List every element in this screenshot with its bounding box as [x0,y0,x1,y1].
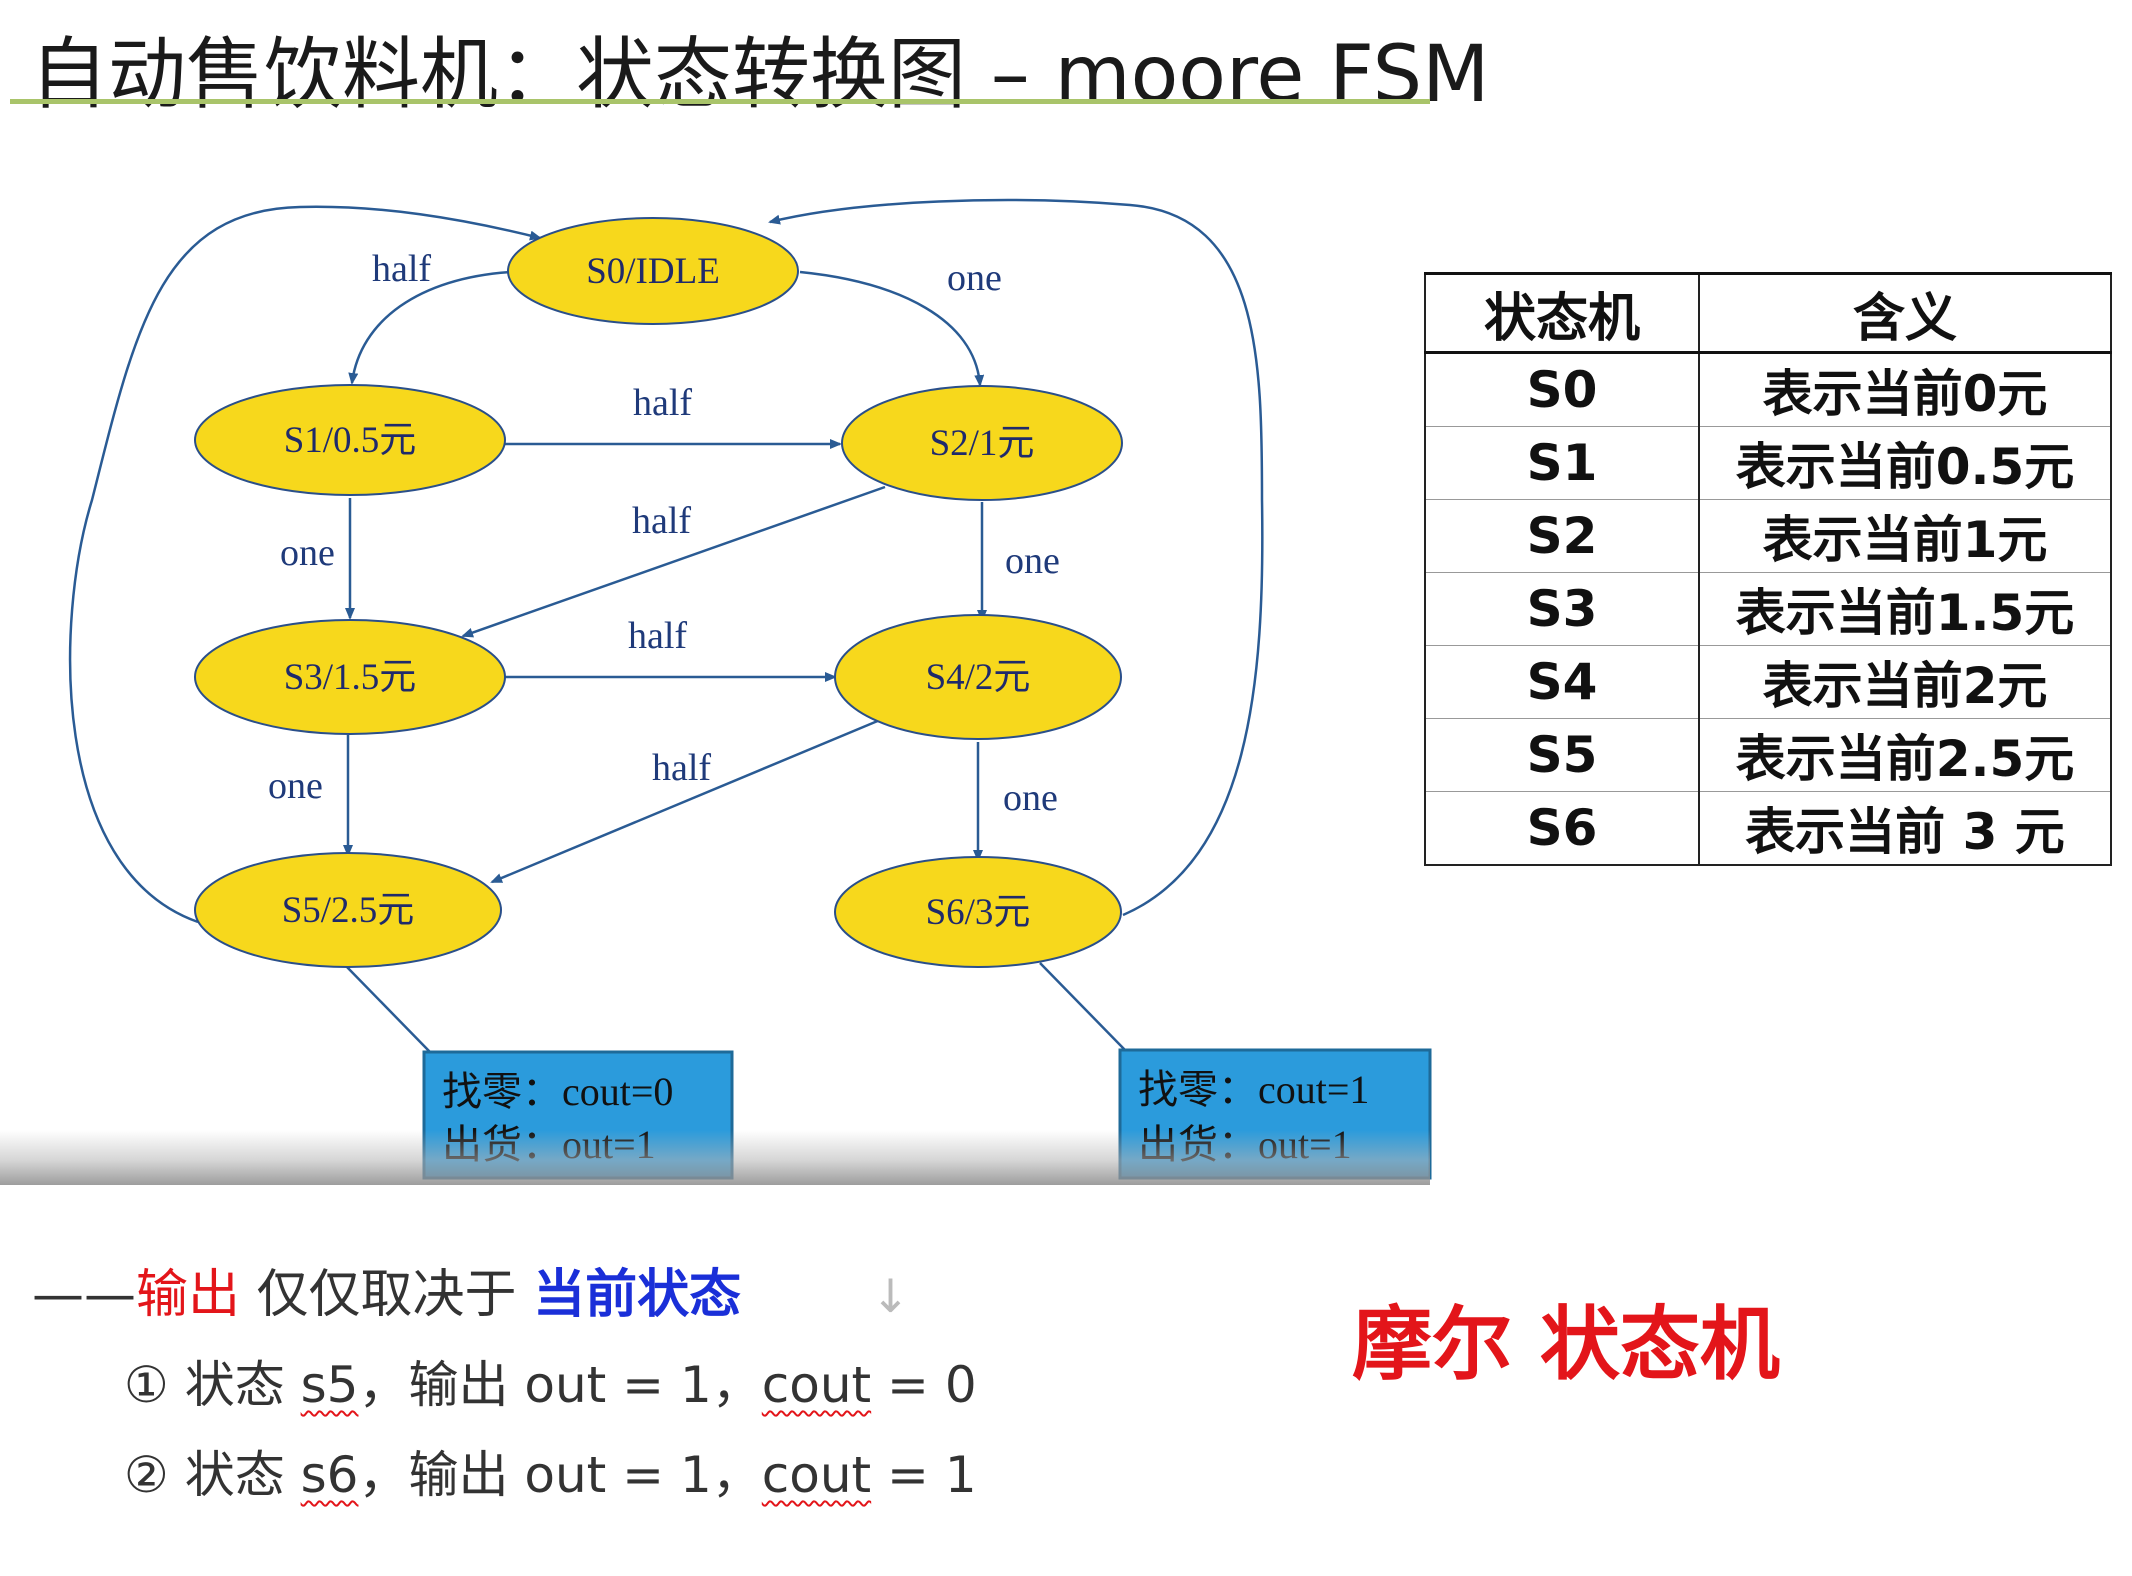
state-s0-label: S0/IDLE [586,251,720,292]
table-cell-meaning: 表示当前 3 元 [1698,791,2112,866]
s6-output-connector [1039,962,1126,1051]
table-cell-meaning: 表示当前1元 [1698,499,2112,573]
edge-s0-s1 [348,270,511,385]
edge-s0-s2 [799,270,985,387]
table-cell-state: S1 [1424,426,1700,500]
state-s4-label: S4/2元 [926,657,1031,698]
label-s2-s4: one [1005,540,1060,582]
table-header-meaning: 含义 [1698,272,2112,354]
notes-section: ——输出 仅仅取决于 当前状态↓ ① 状态 s5，输出 out = 1，cout… [32,1250,977,1520]
note-item-prefix: ② 状态 [124,1446,301,1504]
label-s1-s2: half [633,382,692,424]
note-item-state: s6 [300,1446,359,1504]
state-s4: S4/2元 [834,614,1122,740]
note-depends-text: 仅仅取决于 [240,1265,534,1325]
fsm-diagram: 找零：cout=0 出货：out=1 找零：cout=1 出货：out=1 ha… [68,198,1432,1180]
note-item-prefix: ① 状态 [124,1356,301,1414]
table-cell-meaning: 表示当前0.5元 [1698,426,2112,500]
table-cell-state: S2 [1424,499,1700,573]
state-s2: S2/1元 [841,385,1123,501]
text-cursor-icon: ↓ [871,1269,910,1323]
note-item-cout-value: = 1 [871,1446,977,1504]
note-output-word: 输出 [136,1265,241,1325]
note-item-cout: cout [761,1356,872,1414]
label-s2-s3: half [632,500,691,542]
state-s1-label: S1/0.5元 [284,420,417,461]
edge-s6-s0 [768,198,1264,917]
video-overlay-band [0,1130,1430,1185]
label-s1-s3: one [280,532,335,574]
edge-s4-s5 [490,718,881,884]
note-main-line: ——输出 仅仅取决于 当前状态 ↓ [32,1250,977,1340]
note-item-state: s5 [300,1356,359,1414]
state-s6-label: S6/3元 [926,892,1031,933]
state-s3-label: S3/1.5元 [284,657,417,698]
note-item-cout: cout [761,1446,872,1504]
label-s3-s4: half [628,615,687,657]
table-cell-meaning: 表示当前2.5元 [1698,718,2112,792]
note-dash: —— [32,1265,136,1325]
table-cell-meaning: 表示当前1.5元 [1698,572,2112,646]
label-s4-s5: half [652,747,711,789]
label-s4-s6: one [1003,777,1058,819]
state-s6: S6/3元 [834,856,1122,968]
state-s0: S0/IDLE [507,217,799,325]
edge-s2-s3 [461,485,886,638]
note-item-output: ，输出 out = 1， [358,1446,762,1504]
moore-state-machine-label: 摩尔 状态机 [1352,1298,1780,1391]
table-cell-state: S3 [1424,572,1700,646]
table-header-state: 状态机 [1424,272,1700,354]
note-item-output: ，输出 out = 1， [358,1356,762,1414]
note-current-state: 当前状态 [533,1265,742,1325]
s5-output-connector [344,964,431,1053]
table-cell-meaning: 表示当前2元 [1698,645,2112,719]
table-cell-state: S6 [1424,791,1700,866]
note-item-s6: ② 状态 s6，输出 out = 1，cout = 1 [32,1430,977,1520]
s6-output-line1: 找零：cout=1 [1138,1067,1369,1112]
table-cell-state: S4 [1424,645,1700,719]
state-s5-label: S5/2.5元 [282,890,415,931]
edge-s5-s0 [68,205,542,924]
slide-title: 自动售饮料机：状态转换图 – moore FSM [30,30,1490,120]
s5-output-line1: 找零：cout=0 [442,1069,673,1114]
state-s2-label: S2/1元 [930,423,1035,464]
table-cell-state: S0 [1424,352,1700,427]
label-s0-s1: half [372,248,431,290]
table-cell-meaning: 表示当前0元 [1698,352,2112,427]
state-s5: S5/2.5元 [194,852,502,968]
state-s3: S3/1.5元 [194,619,506,735]
note-item-s5: ① 状态 s5，输出 out = 1，cout = 0 [32,1340,977,1430]
label-s3-s5: one [268,765,323,807]
label-s0-s2: one [947,257,1002,299]
table-header-row: 状态机 含义 [1424,272,2112,354]
title-underline [10,99,1430,104]
state-s1: S1/0.5元 [194,384,506,496]
note-item-cout-value: = 0 [871,1356,977,1414]
table-cell-state: S5 [1424,718,1700,792]
